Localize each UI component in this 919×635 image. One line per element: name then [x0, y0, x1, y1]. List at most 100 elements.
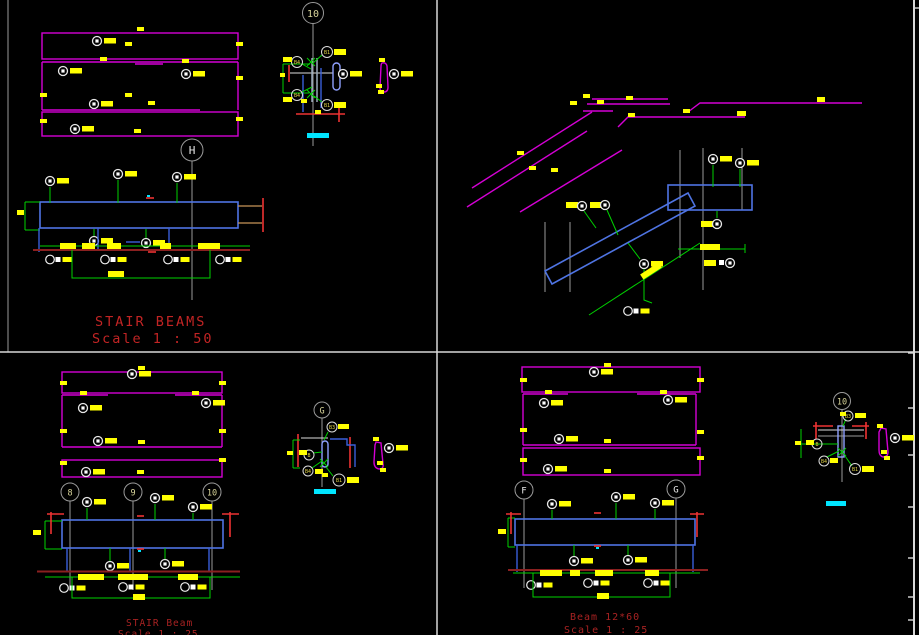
beam-elevation-bottom-right[interactable] [498, 491, 708, 600]
scale-bar [307, 133, 329, 138]
rebar-markers [57, 35, 206, 135]
plan-view-top-left[interactable] [40, 27, 243, 137]
svg-text:B: B [815, 442, 818, 448]
stirrup-shape-magenta [376, 58, 414, 94]
bar-mark-B1-bottom: B1 [321, 99, 346, 111]
ruler-ticks [908, 7, 919, 621]
bottom-bar-leaders [568, 545, 648, 567]
bar-mark-B: B [806, 438, 823, 450]
beam-elevation-bottom-left[interactable] [33, 492, 240, 601]
beam-elevation-left[interactable] [17, 168, 264, 279]
scale-bar [826, 501, 846, 506]
top-bar-leaders [44, 168, 197, 203]
svg-text:B4: B4 [305, 469, 311, 475]
section-detail-G[interactable]: G B3 B B4 B1 [287, 401, 409, 494]
stirrup-shape-magenta [877, 424, 915, 460]
dim-ticks [40, 27, 243, 133]
stirrup-section [321, 440, 329, 468]
title-line1: STAIR BEAMS [95, 314, 206, 330]
stirrup-marker [337, 68, 363, 80]
leader-arrows [301, 54, 323, 103]
rebar-markers [538, 366, 688, 475]
section-detail-top[interactable]: 10 B1 B4 B4 B1 [280, 2, 414, 147]
beam-section [837, 425, 845, 458]
svg-text:G: G [673, 486, 678, 496]
title-stair-beam[interactable]: STAIR Beam Scale 1 : 25 [118, 618, 199, 635]
landing-beam [667, 184, 753, 211]
top-bar-leaders [546, 491, 675, 519]
title-line2: Scale 1 : 25 [564, 625, 648, 635]
bar-mark-B: B [299, 449, 315, 461]
grid-bubble-H-label: H [189, 144, 196, 157]
title-line2: Scale 1 : 50 [92, 331, 214, 347]
grid-bubble-G-mid[interactable]: G [313, 401, 331, 419]
overall-dim [71, 577, 211, 600]
bar-mark-B4-lower: B4 [283, 89, 303, 102]
svg-text:F: F [521, 487, 526, 497]
grid-bubble-10b[interactable]: 10 [202, 482, 222, 590]
svg-text:8: 8 [67, 489, 72, 499]
svg-text:B4: B4 [294, 60, 300, 66]
dim-bracket [292, 439, 300, 469]
overall-dim [71, 250, 211, 279]
flight-lines [466, 98, 862, 213]
leader-arrows [311, 431, 334, 477]
bottom-bar-leaders [88, 229, 166, 249]
grid-bubble-10-label: 10 [307, 9, 319, 20]
title-line1: Beam 12*60 [570, 612, 640, 623]
plan-view-bottom-left[interactable] [60, 366, 226, 478]
quadrant-stair-beam-25[interactable]: 8 9 10 [33, 366, 240, 635]
svg-text:B: B [307, 453, 310, 459]
grid-bubble-8[interactable]: 8 [60, 482, 80, 590]
scale-bar [314, 489, 336, 494]
bar-mark-B1-top: B1 [321, 46, 346, 58]
bar-mark-B1: B1 [849, 463, 874, 475]
svg-text:B1: B1 [852, 467, 858, 473]
svg-text:B3: B3 [845, 414, 851, 420]
title-beam-12x60[interactable]: Beam 12*60 Scale 1 : 25 [564, 612, 648, 635]
svg-text:B4: B4 [821, 459, 827, 465]
svg-text:9: 9 [130, 489, 135, 499]
dimension-row [40, 243, 250, 265]
stirrup-shape-magenta [373, 437, 409, 472]
svg-text:B1: B1 [336, 478, 342, 484]
plan-view-bottom-right[interactable] [520, 363, 704, 476]
top-bar-leaders [81, 492, 213, 520]
grid-bubble-G[interactable]: G [666, 479, 686, 588]
svg-text:10: 10 [207, 489, 217, 499]
bar-mark-B3: B3 [842, 410, 866, 422]
bar-mark-B1: B1 [332, 473, 359, 487]
svg-text:10: 10 [837, 398, 847, 408]
quadrant-beam-12x60[interactable]: F G [498, 363, 708, 635]
bar-mark-B4-upper: B4 [283, 56, 303, 68]
dimension-row [513, 570, 700, 590]
supports [516, 545, 694, 572]
title-line1: STAIR Beam [126, 618, 193, 629]
overall-dim [532, 573, 671, 599]
isometric-stair-view[interactable] [466, 94, 862, 316]
dim-ticks [60, 366, 226, 474]
center-marks [146, 195, 156, 253]
title-line2: Scale 1 : 25 [118, 629, 199, 635]
svg-text:G: G [319, 407, 324, 417]
svg-text:B4: B4 [294, 93, 300, 99]
iso-leaders [566, 153, 760, 316]
title-stair-beams[interactable]: STAIR BEAMS Scale 1 : 50 [92, 314, 214, 347]
supports [66, 548, 210, 571]
grid-bubble-H[interactable]: H [180, 138, 204, 300]
bar-mark-B4: B4 [302, 465, 323, 477]
grid-bubble-9[interactable]: 9 [123, 482, 143, 590]
grid-bubble-10-right[interactable]: 10 [833, 392, 851, 410]
grid-bubble-10-top[interactable]: 10 [302, 2, 324, 24]
svg-text:B1: B1 [324, 103, 330, 109]
bar-mark-B3: B3 [326, 421, 349, 433]
flight-ticks [517, 94, 825, 172]
section-detail-right[interactable]: 10 B3 B B4 B1 [795, 392, 915, 507]
dim-ticks [520, 363, 704, 473]
bottom-bar-leaders [104, 548, 185, 572]
svg-text:B1: B1 [324, 50, 330, 56]
left-dim-bracket [17, 201, 40, 231]
